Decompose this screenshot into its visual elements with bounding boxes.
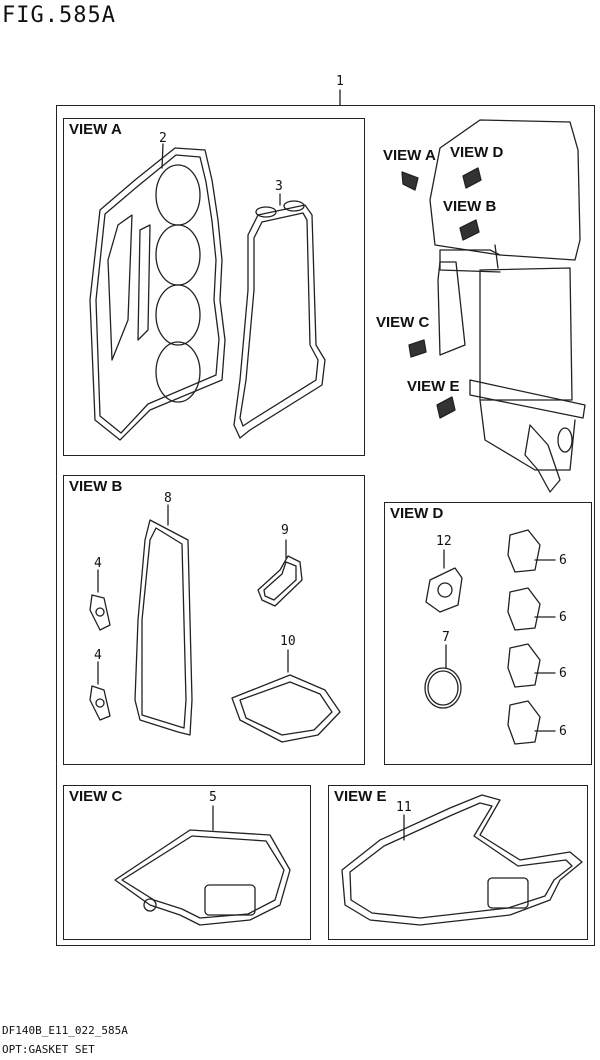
view-e-title: VIEW E <box>334 788 387 805</box>
view-d-title: VIEW D <box>390 505 444 522</box>
gasket-11-drawing <box>341 794 583 926</box>
cover-gasket-drawing <box>233 200 326 439</box>
callout-8: 8 <box>164 491 172 506</box>
callout-6-c: 6 <box>559 666 567 681</box>
callout-4-upper: 4 <box>94 556 102 571</box>
engine-label-view-a: VIEW A <box>383 147 436 164</box>
view-b-title: VIEW B <box>69 478 123 495</box>
model-code: DF140B_E11_022_585A <box>2 1024 128 1037</box>
view-a-title: VIEW A <box>69 121 122 138</box>
callout-6-d: 6 <box>559 724 567 739</box>
view-d-box: VIEW D <box>384 502 592 765</box>
gasket-4-lower-drawing <box>89 685 111 721</box>
gasket-4-upper-drawing <box>89 594 111 631</box>
callout-3: 3 <box>275 179 283 194</box>
figure-title: FIG.585A <box>2 3 116 28</box>
engine-label-view-d: VIEW D <box>450 144 504 161</box>
callout-6-b: 6 <box>559 610 567 625</box>
callout-12: 12 <box>436 534 452 549</box>
callout-2-leader <box>161 143 164 169</box>
diagram-frame <box>56 105 595 946</box>
oring-7-drawing <box>424 667 462 709</box>
view-b-box: VIEW B <box>63 475 365 765</box>
gasket-9-drawing <box>257 555 303 607</box>
callout-7: 7 <box>442 630 450 645</box>
view-arrows <box>401 167 482 419</box>
callout-5: 5 <box>209 790 217 805</box>
engine-label-view-c: VIEW C <box>376 314 430 331</box>
callout-4-lower: 4 <box>94 648 102 663</box>
callout-10: 10 <box>280 634 296 649</box>
gasket-5-drawing <box>114 829 291 926</box>
callout-6-a: 6 <box>559 553 567 568</box>
callout-2: 2 <box>159 131 167 146</box>
view-c-box: VIEW C <box>63 785 311 940</box>
view-c-title: VIEW C <box>69 788 123 805</box>
callout-11: 11 <box>396 800 412 815</box>
gasket-8-drawing <box>134 519 193 736</box>
callout-1: 1 <box>336 74 344 89</box>
head-gasket-drawing <box>89 147 226 441</box>
callout-9: 9 <box>281 523 289 538</box>
gasket-10-drawing <box>231 674 341 743</box>
gasket-12-drawing <box>425 567 463 613</box>
outboard-engine-drawing <box>429 119 586 493</box>
figure-caption: OPT:GASKET SET <box>2 1043 95 1056</box>
engine-label-view-b: VIEW B <box>443 198 497 215</box>
engine-label-view-e: VIEW E <box>407 378 460 395</box>
gaskets-6-drawing <box>507 529 541 745</box>
